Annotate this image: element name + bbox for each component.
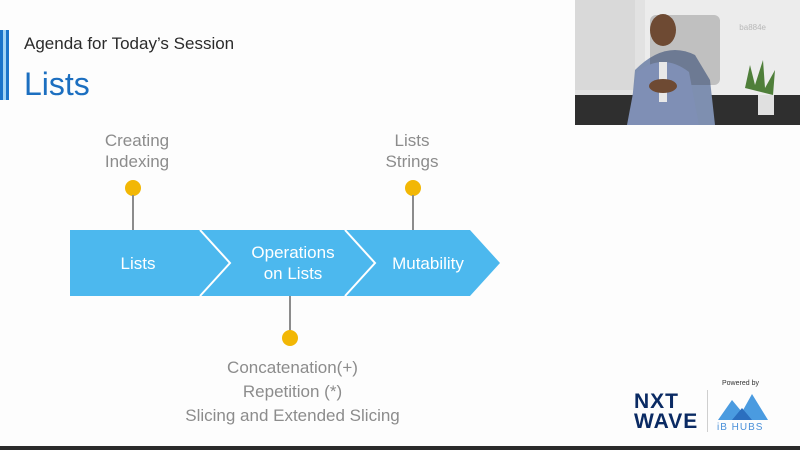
video-watermark: ba884e xyxy=(739,23,766,32)
step-arrow-lists xyxy=(70,230,230,296)
bottom-strip xyxy=(0,446,800,450)
step-label-line: Operations xyxy=(251,243,335,262)
callout-mutability: Lists Strings xyxy=(372,130,452,172)
step-separator xyxy=(199,230,232,296)
step-separator xyxy=(344,230,377,296)
slide-title: Lists xyxy=(24,66,90,102)
presenter-video-frame xyxy=(575,0,800,125)
callout-mutability-dot xyxy=(405,180,421,196)
callout-operations-line: Concatenation(+) xyxy=(227,358,358,377)
logo-divider xyxy=(707,390,708,432)
callout-operations-line: Repetition (*) xyxy=(242,382,343,401)
nxtwave-logo-line: NXT xyxy=(634,390,679,413)
step-label-lists: Lists xyxy=(98,253,178,274)
slide-subtitle: Agenda for Today’s Session xyxy=(24,34,235,53)
callout-mutability-stem xyxy=(412,195,414,231)
callout-operations-line: Slicing and Extended Slicing xyxy=(185,406,400,425)
callout-mutability-line: Strings xyxy=(385,152,439,171)
step-label-line: Mutability xyxy=(392,254,464,273)
presenter-video: ba884e xyxy=(575,0,800,125)
callout-operations-stem xyxy=(289,296,291,332)
ib-hubs-mountain-icon xyxy=(718,394,768,420)
step-label-line: on Lists xyxy=(263,264,323,283)
title-accent-highlight xyxy=(3,30,6,100)
powered-by-label: Powered by xyxy=(722,380,759,387)
callout-operations: Concatenation(+) Repetition (*) Slicing … xyxy=(165,356,420,428)
callout-lists: Creating Indexing xyxy=(97,130,177,172)
callout-lists-dot xyxy=(125,180,141,196)
nxtwave-logo-line: WAVE xyxy=(634,410,699,433)
step-arrow-mutability xyxy=(345,230,500,296)
ib-hubs-label: iB HUBS xyxy=(717,422,764,433)
callout-lists-line: Indexing xyxy=(104,152,170,171)
step-label-mutability: Mutability xyxy=(378,253,478,274)
nxtwave-logo: NXT WAVE xyxy=(634,390,699,433)
step-label-operations: Operations on Lists xyxy=(238,242,348,284)
step-label-line: Lists xyxy=(120,254,156,273)
callout-lists-line: Creating xyxy=(104,131,170,150)
callout-operations-dot xyxy=(282,330,298,346)
process-arrows xyxy=(70,230,500,296)
callout-lists-stem xyxy=(132,195,134,231)
callout-mutability-line: Lists xyxy=(394,131,430,150)
step-arrow-operations xyxy=(200,230,375,296)
